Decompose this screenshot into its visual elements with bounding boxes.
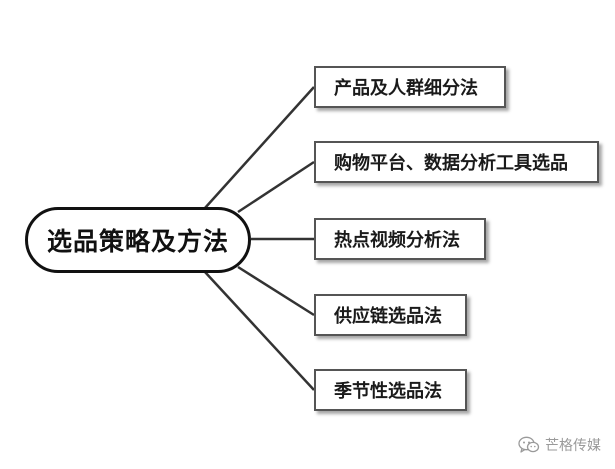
- branch-node-platform-data-tools: 购物平台、数据分析工具选品: [314, 141, 599, 183]
- root-label: 选品策略及方法: [46, 227, 229, 256]
- branch-label: 季节性选品法: [334, 381, 442, 402]
- branch-label: 产品及人群细分法: [334, 78, 478, 99]
- watermark: 芒格传媒: [518, 435, 601, 455]
- wechat-icon: [518, 436, 540, 454]
- branch-label: 购物平台、数据分析工具选品: [334, 153, 568, 174]
- connector-line-1: [237, 160, 315, 214]
- branch-node-seasonal: 季节性选品法: [314, 369, 467, 411]
- branch-node-product-audience: 产品及人群细分法: [314, 66, 506, 108]
- branch-label: 供应链选品法: [334, 306, 442, 327]
- watermark-text: 芒格传媒: [545, 438, 601, 454]
- connector-line-3: [237, 265, 315, 317]
- connector-line-0: [204, 86, 315, 209]
- connector-line-4: [204, 271, 315, 391]
- mindmap-root-node: 选品策略及方法: [25, 207, 251, 273]
- branch-node-supply-chain: 供应链选品法: [314, 294, 467, 336]
- branch-node-hot-video: 热点视频分析法: [314, 218, 486, 260]
- branch-label: 热点视频分析法: [334, 230, 460, 251]
